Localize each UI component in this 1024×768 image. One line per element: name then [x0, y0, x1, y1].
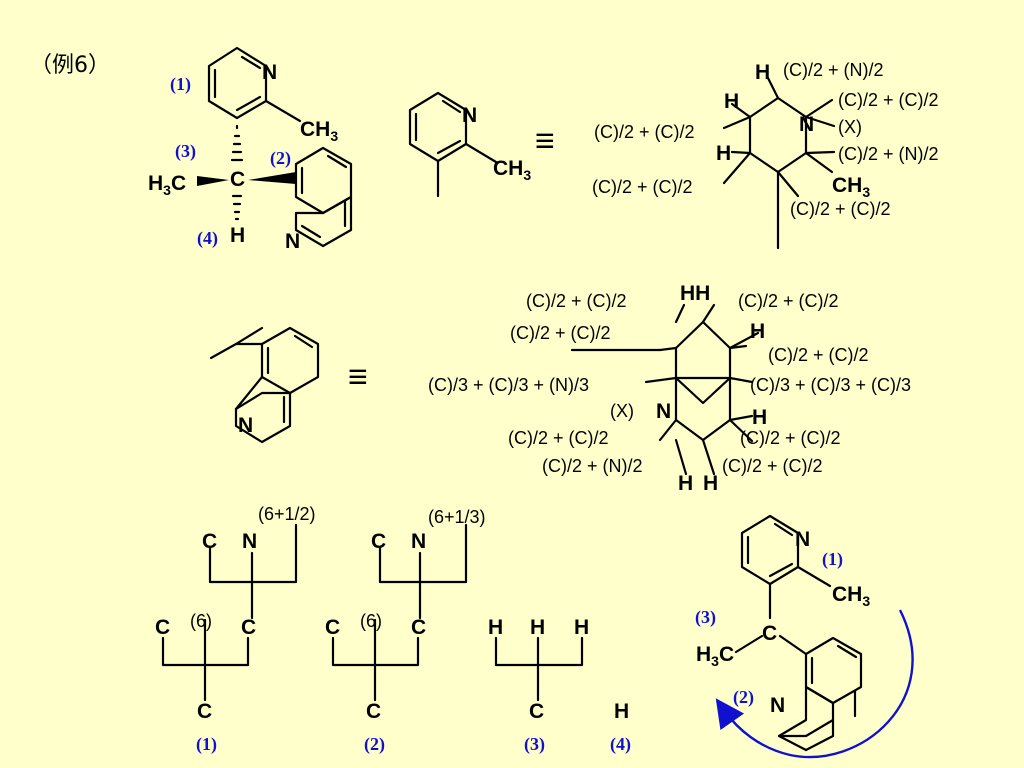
quin-label-bottom-left-2: (C)/2 + (N)/2	[542, 456, 643, 476]
result-molecule: C N CH3 H3C N (1) (3) (2)	[695, 514, 914, 759]
pyridine-n: N	[262, 61, 277, 84]
t1-label-top: (6+1/2)	[258, 504, 316, 524]
rotation-arrow	[715, 609, 914, 759]
ch3-label: CH3	[300, 118, 338, 144]
t1-c-right: C	[241, 616, 256, 639]
result-h3c: H3C	[696, 643, 734, 669]
t1-n-top: N	[242, 530, 257, 553]
t1-c-left: C	[155, 616, 170, 639]
quin-exp-h-right: H	[750, 320, 765, 343]
quin-label-n-x: (X)	[610, 401, 634, 421]
quinoline-n: N	[285, 230, 300, 253]
pyr-label-h-top: (C)/2 + (N)/2	[783, 60, 884, 80]
t2-label-top: (6+1/3)	[428, 507, 486, 527]
equivalence-sign-2: ≡	[348, 358, 368, 396]
wedge-bond-right	[248, 172, 296, 184]
pyr-label-n-x: (X)	[838, 117, 862, 137]
pyridine-expansion: H H H N CH3 (C)/2 + (N)/2 (C)/2 + (C)/2 …	[592, 60, 939, 250]
t2-n-top: N	[411, 530, 426, 553]
pyr-label-ch3: (C)/2 + (C)/2	[790, 199, 891, 219]
t3-h-right: H	[574, 616, 589, 639]
caption-2: (2)	[364, 734, 385, 755]
slide-title: （例6）	[30, 53, 110, 78]
t2-label-mid: (6)	[360, 611, 382, 631]
quin-label-bottom-left-1: (C)/2 + (C)/2	[508, 428, 609, 448]
pyr-label-left-1: (C)/2 + (C)/2	[594, 122, 695, 142]
result-quinoline-n: N	[770, 694, 785, 717]
t2-c-left: C	[325, 616, 340, 639]
pyridyl-n: N	[462, 104, 477, 127]
t3-h-mid: H	[530, 616, 545, 639]
quin-label-bottom-right-1: (C)/2 + (C)/2	[740, 428, 841, 448]
rank-1-label: (1)	[170, 74, 191, 95]
pyr-label-left-2: (C)/2 + (C)/2	[592, 177, 693, 197]
quin-exp-h-bottom2: H	[703, 472, 718, 495]
tree-1: C N (6+1/2) C (6) C C	[155, 504, 316, 723]
pyr-label-n-1: (C)/2 + (C)/2	[838, 90, 939, 110]
equivalence-sign-1: ≡	[535, 122, 555, 160]
t1-label-mid: (6)	[190, 611, 212, 631]
t2-c-right: C	[411, 616, 426, 639]
t3-h-left: H	[488, 616, 503, 639]
result-rank-1: (1)	[822, 549, 843, 570]
result-rank-2: (2)	[733, 687, 754, 708]
quinolyl-fragment: N	[209, 326, 320, 444]
result-ch3: CH3	[832, 583, 870, 609]
pyr-exp-ch3: CH3	[832, 174, 870, 200]
pyr-exp-h-left1: H	[724, 90, 739, 113]
h3c-label: H3C	[148, 172, 186, 198]
stereo-molecule: N CH3 C H3C H N (1)	[148, 46, 353, 253]
quin-label-bottom-right-2: (C)/2 + (C)/2	[722, 456, 823, 476]
tree-2: C N (6+1/3) C (6) C C	[325, 507, 486, 723]
quin-label-top-right: (C)/2 + (C)/2	[738, 291, 839, 311]
tree-3: H H H C	[488, 616, 589, 723]
caption-3: (3)	[524, 734, 545, 755]
quin-exp-h-bottom1: H	[678, 472, 693, 495]
t2-c-bottom: C	[366, 700, 381, 723]
pyr-exp-n: N	[799, 113, 814, 136]
quin-label-left-2: (C)/2 + (C)/2	[510, 323, 611, 343]
h-label: H	[230, 224, 245, 247]
pyridyl-fragment: N CH3	[408, 91, 531, 198]
hashed-bond-up	[230, 124, 244, 162]
t1-c-bottom: C	[197, 700, 212, 723]
quin-label-right-2: (C)/2 + (C)/2	[768, 345, 869, 365]
quin-label-top-left: (C)/2 + (C)/2	[526, 291, 627, 311]
hashed-bond-down	[231, 194, 243, 221]
rank-2-label: (2)	[270, 148, 291, 169]
quin-label-fusion-left: (C)/3 + (C)/3 + (N)/3	[428, 375, 589, 395]
caption-4: (4)	[610, 734, 631, 755]
quin-exp-n: N	[656, 400, 671, 423]
quinolyl-n: N	[238, 414, 253, 437]
quin-label-fusion-right: (C)/3 + (C)/3 + (C)/3	[750, 375, 911, 395]
rank-3-label: (3)	[175, 141, 196, 162]
pyr-label-n-2: (C)/2 + (N)/2	[838, 144, 939, 164]
quin-exp-hh: HH	[680, 282, 710, 305]
t3-c-bottom: C	[529, 700, 544, 723]
t4-h: H	[614, 700, 629, 723]
quinoline-expansion: HH H N H H H (C)/2 + (C)/2 (C)/2 + (C)/2…	[428, 282, 911, 495]
result-c: C	[762, 622, 777, 645]
pyr-exp-h-left2: H	[716, 142, 731, 165]
pyridyl-ch3: CH3	[493, 157, 531, 183]
result-rank-3: (3)	[695, 607, 716, 628]
stereo-center-c: C	[230, 168, 245, 191]
quin-exp-h-right2: H	[752, 406, 767, 429]
pyr-exp-h-top: H	[755, 61, 770, 84]
rank-4-label: (4)	[197, 228, 218, 249]
caption-1: (1)	[196, 734, 217, 755]
wedge-bond-left	[197, 176, 229, 186]
result-pyridine-n: N	[795, 528, 810, 551]
t2-c-top: C	[371, 530, 386, 553]
t1-c-top: C	[202, 530, 217, 553]
